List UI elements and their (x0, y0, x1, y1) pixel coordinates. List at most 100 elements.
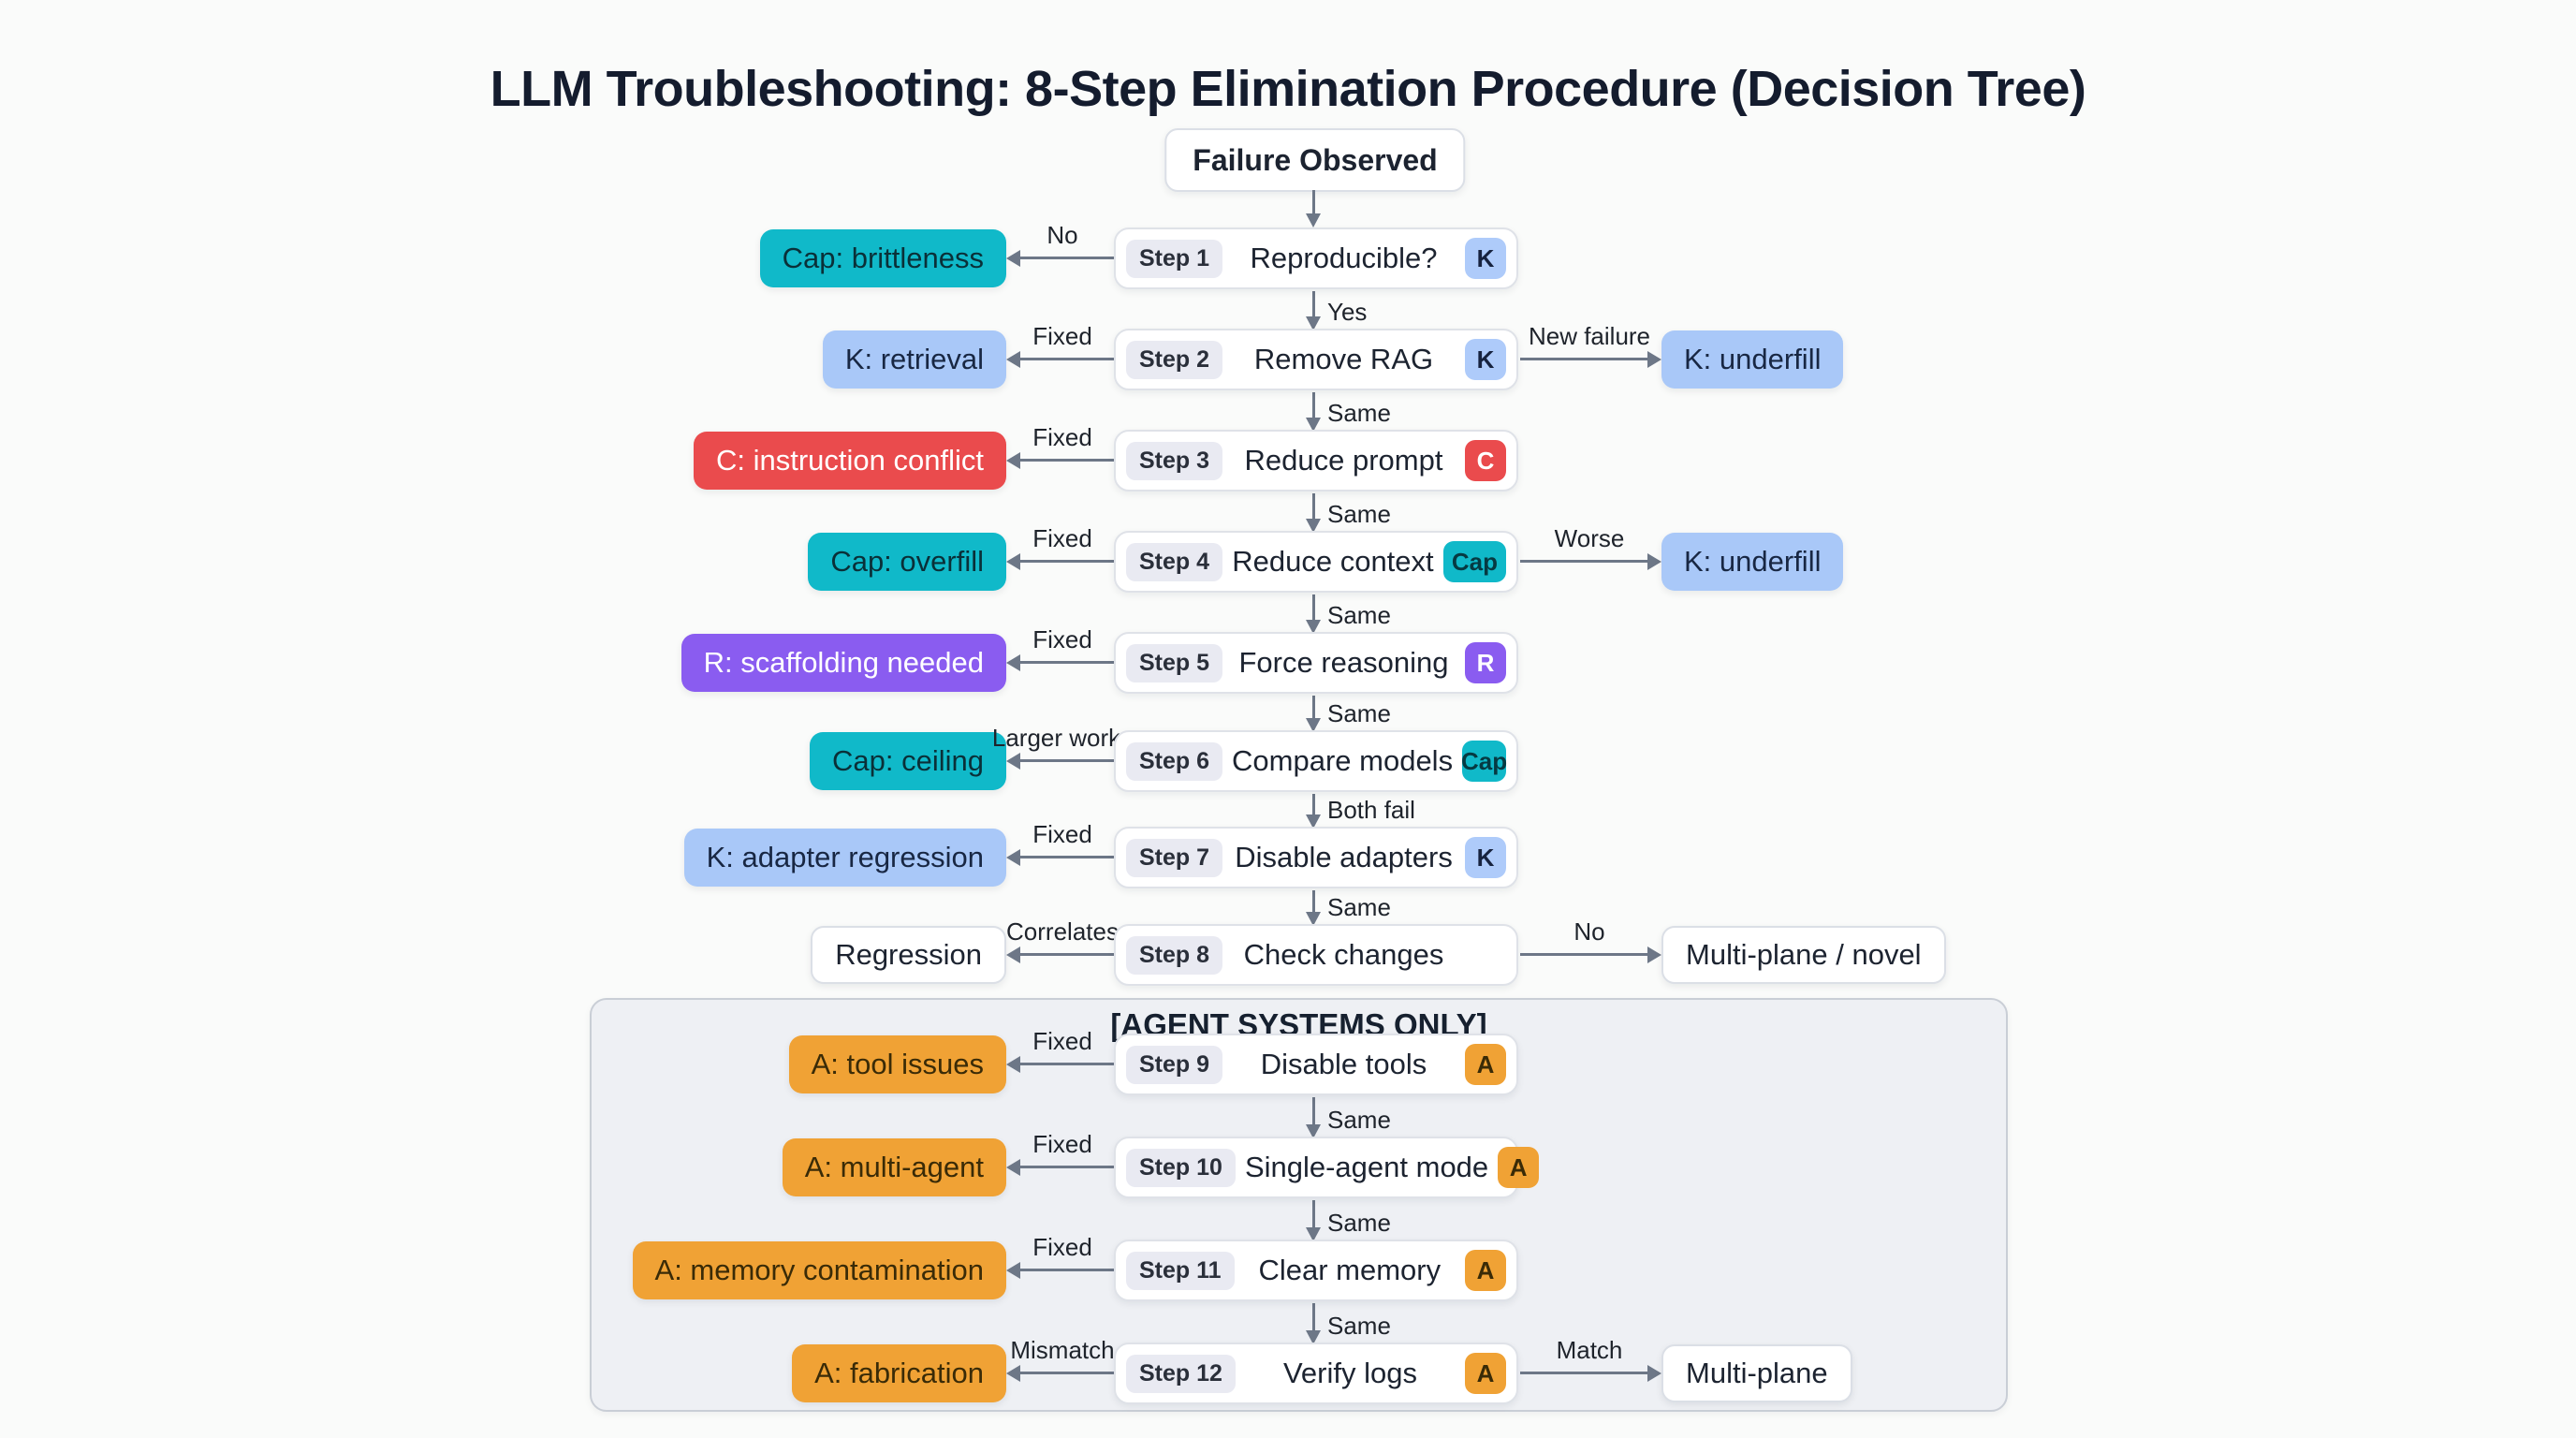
outcome-box-left: A: tool issues (788, 1035, 1006, 1093)
outcome-box-left: Regression (811, 926, 1006, 984)
step-action: Reduce context (1232, 545, 1434, 578)
step-row-8: Regression Correlates Step 8 Check chang… (0, 917, 2576, 986)
left-arrow: Fixed (1006, 524, 1116, 570)
left-arrow: Fixed (1006, 1130, 1116, 1176)
down-arrow: Same (1306, 696, 1391, 732)
step-row-3: C: instruction conflict Fixed Step 3 Red… (0, 423, 2576, 492)
step-badge: K (1465, 837, 1506, 878)
step-row-2: K: retrieval Fixed Step 2 Remove RAG K N… (0, 322, 2576, 390)
step-action: Disable adapters (1235, 841, 1453, 873)
step-row-1: Cap: brittleness No Step 1 Reproducible?… (0, 221, 2576, 289)
arrow-label: Yes (1327, 298, 1368, 326)
step-row-6: Cap: ceiling Larger works Step 6 Compare… (0, 724, 2576, 792)
step-box: Step 10 Single-agent mode A (1114, 1137, 1540, 1198)
step-box: Step 12 Verify logs A (1114, 1343, 1518, 1404)
down-arrow: Same (1306, 1200, 1391, 1241)
down-arrow: Yes (1306, 291, 1367, 330)
step-chip: Step 11 (1126, 1251, 1235, 1290)
step-action: Reduce prompt (1244, 444, 1443, 477)
step-badge: Cap (1461, 741, 1507, 782)
step-row-5: R: scaffolding needed Fixed Step 5 Force… (0, 625, 2576, 694)
left-arrow: Fixed (1006, 1027, 1116, 1073)
arrow-label: Larger works (991, 724, 1134, 752)
step-chip: Step 3 (1126, 441, 1223, 480)
arrow-label: Fixed (1032, 524, 1092, 552)
page-title: LLM Troubleshooting: 8-Step Elimination … (490, 61, 2086, 118)
step-chip: Step 1 (1126, 239, 1223, 278)
left-arrow: Correlates (1006, 917, 1119, 963)
step-row-4: Cap: overfill Fixed Step 4 Reduce contex… (0, 524, 2576, 593)
step-box: Step 9 Disable tools A (1114, 1034, 1518, 1095)
right-arrow: No (1520, 917, 1661, 963)
root-node-failure-observed: Failure Observed (1164, 128, 1466, 192)
step-chip: Step 12 (1126, 1354, 1236, 1393)
arrow-label: Fixed (1032, 820, 1092, 848)
arrow-label: Fixed (1032, 1130, 1092, 1158)
step-badge: A (1498, 1147, 1540, 1188)
step-badge: A (1465, 1044, 1506, 1085)
step-chip: Step 7 (1126, 838, 1223, 877)
step-action: Reproducible? (1250, 242, 1438, 274)
arrow-label: Same (1327, 1209, 1391, 1237)
step-badge: C (1465, 440, 1506, 481)
outcome-box-left: C: instruction conflict (694, 432, 1006, 490)
arrow-label: Fixed (1032, 322, 1092, 350)
down-arrow: Both fail (1306, 794, 1415, 829)
down-arrow: Same (1306, 1097, 1391, 1138)
arrow-label: Same (1327, 601, 1391, 629)
arrow-label: New failure (1528, 322, 1651, 350)
step-box: Step 8 Check changes (1114, 924, 1518, 986)
left-arrow: No (1006, 221, 1116, 267)
left-arrow: Mismatch (1006, 1336, 1116, 1382)
arrow-label: No (1573, 917, 1605, 946)
step-box: Step 6 Compare models Cap (1114, 730, 1518, 792)
outcome-box-right: K: underfill (1661, 330, 1844, 389)
step-box: Step 7 Disable adapters K (1114, 827, 1518, 888)
step-row-11: A: memory contamination Fixed Step 11 Cl… (0, 1233, 2576, 1301)
step-action: Check changes (1243, 938, 1444, 971)
step-box: Step 2 Remove RAG K (1114, 329, 1518, 390)
step-chip: Step 10 (1126, 1148, 1236, 1187)
step-box: Step 4 Reduce context Cap (1114, 531, 1518, 593)
left-arrow: Fixed (1006, 322, 1116, 368)
left-arrow: Fixed (1006, 625, 1116, 671)
step-badge: Cap (1442, 541, 1506, 582)
step-chip: Step 4 (1126, 542, 1223, 581)
arrow-label: Same (1327, 1312, 1391, 1340)
step-badge: A (1465, 1250, 1506, 1291)
step-box: Step 5 Force reasoning R (1114, 632, 1518, 694)
arrow-label: Fixed (1032, 625, 1092, 653)
outcome-box-left: K: adapter regression (683, 829, 1006, 887)
arrow-label: Match (1556, 1336, 1623, 1364)
left-arrow: Fixed (1006, 1233, 1116, 1279)
outcome-box-left: A: memory contamination (632, 1241, 1006, 1299)
step-chip: Step 2 (1126, 340, 1223, 379)
step-action: Verify logs (1282, 1357, 1417, 1389)
arrow-label: Fixed (1032, 423, 1092, 451)
arrow-label: Same (1327, 1106, 1391, 1134)
left-arrow: Fixed (1006, 820, 1116, 866)
down-arrow: Same (1306, 890, 1391, 926)
step-row-12: A: fabrication Mismatch Step 12 Verify l… (0, 1336, 2576, 1404)
step-badge: K (1465, 238, 1506, 279)
step-box: Step 1 Reproducible? K (1114, 227, 1518, 289)
arrow-label: Both fail (1327, 796, 1415, 824)
outcome-box-right: Multi-plane (1661, 1344, 1852, 1402)
step-chip: Step 6 (1126, 741, 1223, 781)
outcome-box-right: K: underfill (1661, 533, 1844, 591)
arrow-label: Same (1327, 699, 1391, 727)
arrow-label: Same (1327, 893, 1391, 921)
step-action: Compare models (1232, 744, 1454, 777)
arrow-label: Worse (1554, 524, 1625, 552)
step-badge: R (1465, 642, 1506, 683)
outcome-box-left: Cap: ceiling (810, 732, 1006, 790)
down-arrow: Same (1306, 594, 1391, 634)
arrow-label: Mismatch (1010, 1336, 1115, 1364)
arrow-label: Fixed (1032, 1233, 1092, 1261)
outcome-box-left: A: fabrication (792, 1344, 1006, 1402)
step-box: Step 3 Reduce prompt C (1114, 430, 1518, 492)
step-row-9: A: tool issues Fixed Step 9 Disable tool… (0, 1027, 2576, 1095)
step-row-10: A: multi-agent Fixed Step 10 Single-agen… (0, 1130, 2576, 1198)
right-arrow: Worse (1520, 524, 1661, 570)
